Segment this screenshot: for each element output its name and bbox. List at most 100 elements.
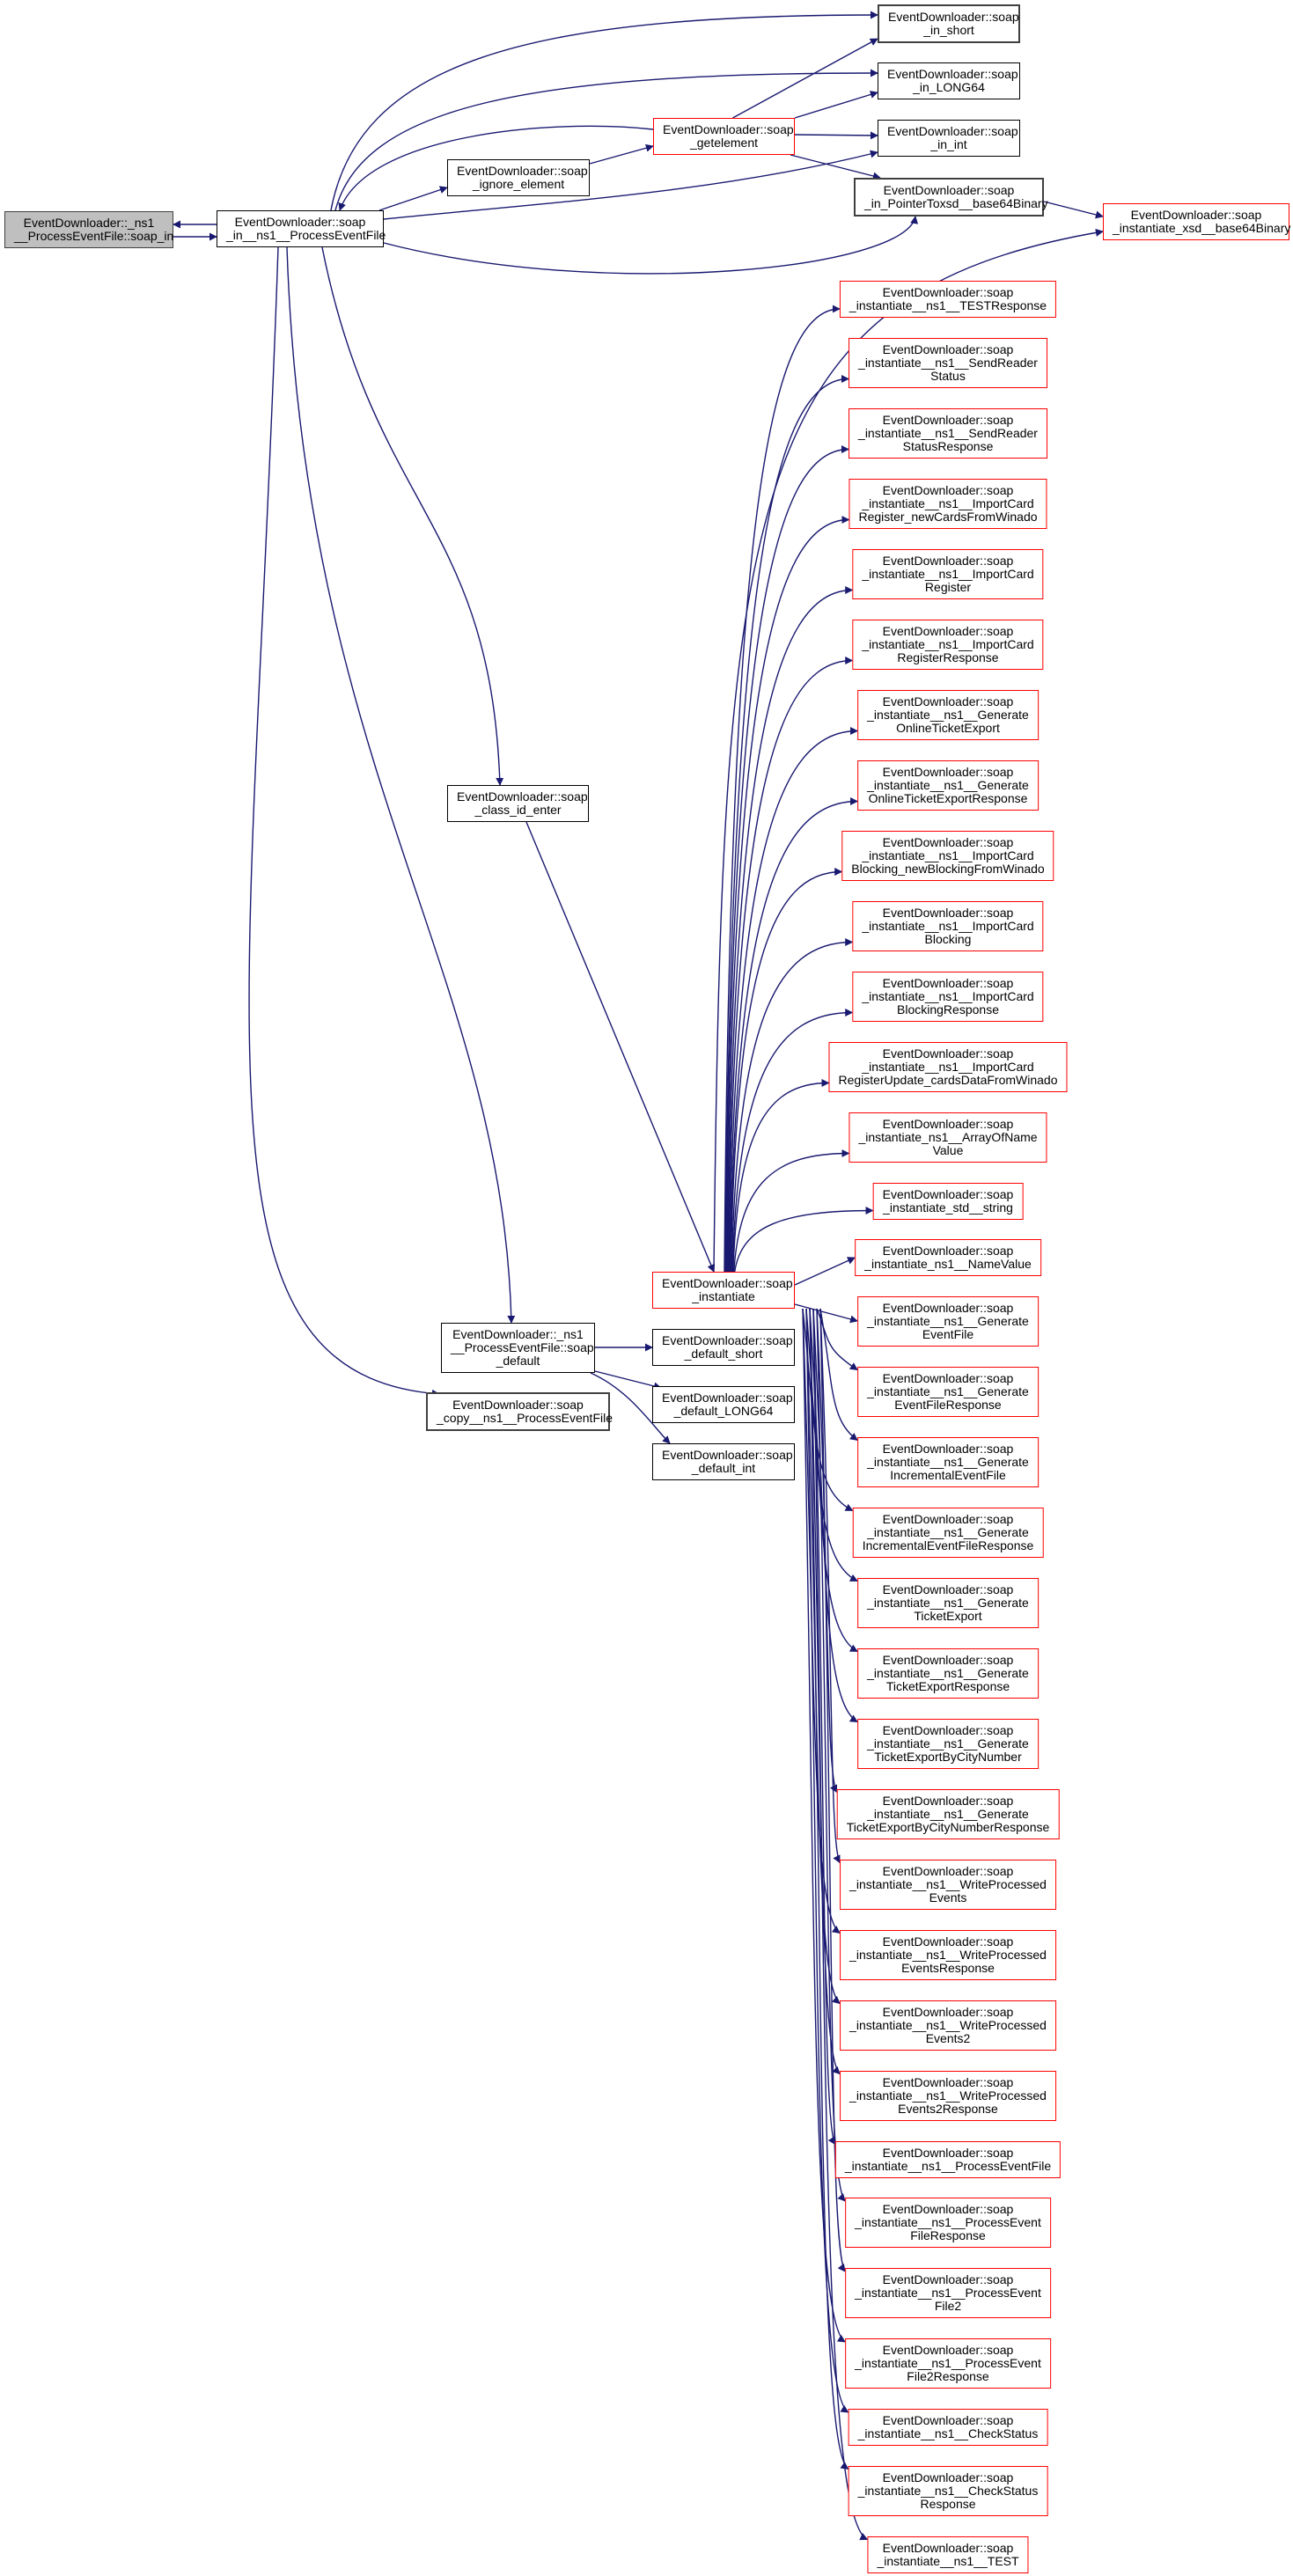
node-inst-target-19[interactable]: EventDownloader::soap_instantiate__ns1__… [857,1577,1039,1628]
node-label-line: _instantiate__ns1__WriteProcessed [849,1947,1047,1962]
node-label-line: _in_LONG64 [913,80,985,94]
node-in-ptr[interactable]: EventDownloader::soap_in_PointerToxsd__b… [854,178,1048,217]
node-label-line: _instantiate__ns1__SendReader [858,355,1038,370]
node-label-line: EventDownloader::soap [888,10,1019,24]
node-label-line: EventDownloader::_ns1 [452,1327,584,1341]
node-inst-target-24[interactable]: EventDownloader::soap_instantiate__ns1__… [840,1929,1056,1980]
node-label-line: _instantiate__ns1__Generate [867,1595,1029,1610]
node-inst-target-1[interactable]: EventDownloader::soap_instantiate__ns1__… [849,337,1047,388]
edge-instantiate-to-target [726,586,854,1273]
node-main[interactable]: EventDownloader::soap_in__ns1__ProcessEv… [217,210,386,247]
node-inst-target-22[interactable]: EventDownloader::soap_instantiate__ns1__… [836,1788,1060,1839]
node-label-line: EventDownloader::soap [882,2272,1014,2286]
node-label-line: EventDownloader::soap [882,2202,1014,2216]
node-label-line: _instantiate__ns1__Generate [867,1454,1029,1469]
node-inst-target-26[interactable]: EventDownloader::soap_instantiate__ns1__… [840,2070,1056,2121]
node-inst-target-27[interactable]: EventDownloader::soap_instantiate__ns1__… [834,2140,1062,2178]
edge-instantiate-to-target [724,375,849,1273]
node-in-short[interactable]: EventDownloader::soap_in_short [878,4,1020,43]
node-label-line: _instantiate__ns1__ImportCard [862,848,1034,862]
node-inst-target-10[interactable]: EventDownloader::soap_instantiate__ns1__… [852,971,1044,1022]
node-inst-target-18[interactable]: EventDownloader::soap_instantiate__ns1__… [852,1507,1044,1558]
node-inst-target-21[interactable]: EventDownloader::soap_instantiate__ns1__… [857,1718,1039,1769]
node-label-line: EventsResponse [901,1960,995,1975]
node-label-line: EventDownloader::soap [662,1333,793,1347]
node-label-line: Register [924,579,972,594]
node-label-line: EventDownloader::soap [882,1652,1014,1667]
node-inst-target-7[interactable]: EventDownloader::soap_instantiate__ns1__… [857,760,1039,811]
node-label-line: EventDownloader::soap [882,2413,1014,2427]
node-inst-target-4[interactable]: EventDownloader::soap_instantiate__ns1__… [852,548,1044,599]
node-label-line: EventDownloader::soap [882,412,1014,427]
node-copy[interactable]: EventDownloader::soap_copy__ns1__Process… [426,1392,613,1431]
node-label-line: _default_int [691,1461,756,1475]
edge-instantiate-to-target [728,727,859,1273]
node-inst-target-9[interactable]: EventDownloader::soap_instantiate__ns1__… [852,900,1044,951]
edge-instantiate-to-target [726,516,850,1273]
node-instantiate[interactable]: EventDownloader::soap_instantiate [652,1272,795,1309]
node-inst-target-3[interactable]: EventDownloader::soap_instantiate__ns1__… [849,478,1047,529]
node-inst-target-28[interactable]: EventDownloader::soap_instantiate__ns1__… [845,2198,1051,2248]
node-def-int[interactable]: EventDownloader::soap_default_int [652,1443,795,1480]
node-inst-target-16[interactable]: EventDownloader::soap_instantiate__ns1__… [857,1366,1039,1417]
node-inst-target-8[interactable]: EventDownloader::soap_instantiate__ns1__… [841,830,1054,881]
node-label-line: EventDownloader::soap [882,1511,1014,1526]
edge-instantiate-to-target [732,1079,830,1273]
node-label-line: EventDownloader::soap [457,789,588,804]
edge-main-to-in-long64 [334,69,878,211]
node-inst-xsd[interactable]: EventDownloader::soap_instantiate_xsd__b… [1103,203,1290,240]
node-label-line: _instantiate__ns1__ImportCard [862,1059,1034,1074]
node-inst-target-32[interactable]: EventDownloader::soap_instantiate__ns1__… [848,2465,1048,2516]
node-inst-target-12[interactable]: EventDownloader::soap_instantiate_ns1__A… [849,1112,1047,1163]
node-inst-target-30[interactable]: EventDownloader::soap_instantiate__ns1__… [845,2338,1051,2389]
node-inst-target-20[interactable]: EventDownloader::soap_instantiate__ns1__… [857,1648,1039,1699]
node-label-line: OnlineTicketExport [896,720,1000,735]
node-label-line: EventDownloader::soap [882,834,1014,849]
node-label-line: _instantiate__ns1__ImportCard [862,495,1034,510]
node-label-line: EventDownloader::soap [882,341,1014,356]
edge-ignore-to-getelement [589,143,654,165]
node-inst-target-29[interactable]: EventDownloader::soap_instantiate__ns1__… [845,2268,1051,2318]
node-label-line: EventDownloader::soap [882,1186,1014,1201]
node-def-long64[interactable]: EventDownloader::soap_default_LONG64 [652,1386,795,1423]
node-inst-target-14[interactable]: EventDownloader::soap_instantiate_ns1__N… [855,1239,1041,1276]
node-inst-target-17[interactable]: EventDownloader::soap_instantiate__ns1__… [857,1436,1039,1487]
node-label-line: EventDownloader::soap [887,67,1018,81]
node-inst-target-23[interactable]: EventDownloader::soap_instantiate__ns1__… [840,1859,1056,1910]
node-class-id[interactable]: EventDownloader::soap_class_id_enter [447,785,589,822]
node-inst-target-11[interactable]: EventDownloader::soap_instantiate__ns1__… [828,1041,1068,1092]
node-def-short[interactable]: EventDownloader::soap_default_short [652,1329,795,1366]
node-inst-target-13[interactable]: EventDownloader::soap_instantiate_std__s… [872,1182,1024,1220]
node-label-line: _in_int [930,137,967,151]
node-label-line: EventDownloader::soap [882,1300,1014,1315]
node-inst-target-0[interactable]: EventDownloader::soap_instantiate__ns1__… [839,281,1057,318]
node-label-line: EventDownloader::soap [234,215,366,229]
edge-getelement-to-in-long64 [794,91,878,119]
node-inst-target-6[interactable]: EventDownloader::soap_instantiate__ns1__… [857,689,1039,740]
node-ignore[interactable]: EventDownloader::soap_ignore_element [447,159,590,196]
node-label-line: EventDownloader::soap [883,183,1015,197]
node-root[interactable]: EventDownloader::_ns1__ProcessEventFile:… [4,211,173,248]
node-inst-target-15[interactable]: EventDownloader::soap_instantiate__ns1__… [857,1295,1039,1347]
node-label-line: _instantiate__ns1__CheckStatus [857,2426,1039,2440]
node-inst-target-33[interactable]: EventDownloader::soap_instantiate__ns1__… [867,2536,1029,2573]
node-inst-target-5[interactable]: EventDownloader::soap_instantiate__ns1__… [852,619,1044,670]
node-label-line: Value [932,1142,964,1157]
node-label-line: EventDownloader::soap [882,764,1014,779]
edge-instantiate-to-target [724,305,841,1273]
edge-instantiate-to-target [734,1207,874,1273]
node-label-line: _instantiate__ns1__Generate [867,1736,1029,1750]
node-label-line: EventDownloader::soap [882,1863,1014,1878]
node-soap-default[interactable]: EventDownloader::_ns1__ProcessEventFile:… [441,1323,595,1373]
node-in-int[interactable]: EventDownloader::soap_in_int [878,120,1020,157]
node-inst-target-25[interactable]: EventDownloader::soap_instantiate__ns1__… [840,2000,1056,2051]
node-label-line: _getelement [689,136,759,150]
node-inst-target-2[interactable]: EventDownloader::soap_instantiate__ns1__… [849,407,1047,459]
edge-getelement-to-in-ptr [790,154,881,180]
node-label-line: _instantiate__ns1__Generate [867,1665,1029,1680]
node-getelement[interactable]: EventDownloader::soap_getelement [653,118,795,155]
node-in-long64[interactable]: EventDownloader::soap_in_LONG64 [878,62,1020,99]
node-label-line: IncrementalEventFileResponse [862,1538,1034,1552]
node-inst-target-31[interactable]: EventDownloader::soap_instantiate__ns1__… [848,2409,1048,2446]
